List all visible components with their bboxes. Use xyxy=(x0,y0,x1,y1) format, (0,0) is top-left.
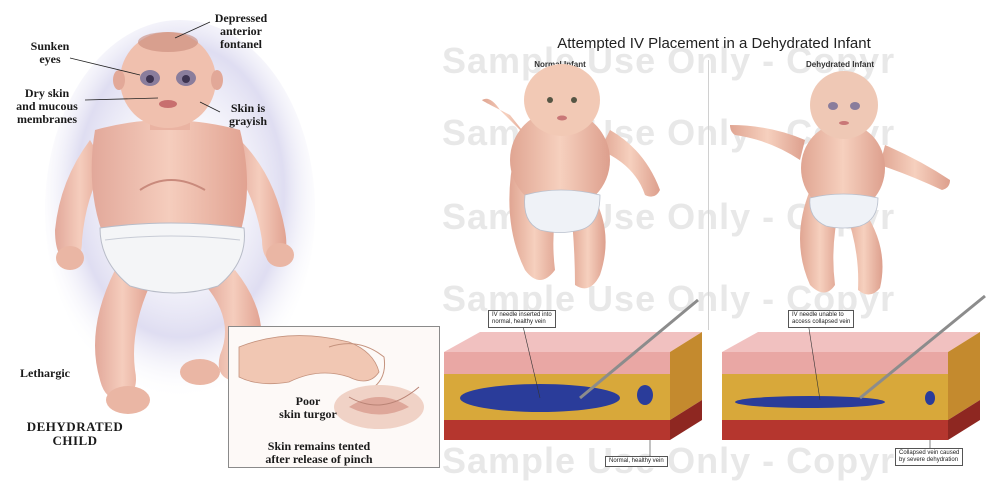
label-dry-skin: Dry skin and mucous membranes xyxy=(4,87,90,126)
normal-skin-cross-section xyxy=(444,300,702,460)
skin-turgor-inset: Poor skin turgor Skin remains tented aft… xyxy=(228,326,440,468)
infants-and-skin-cross-sections xyxy=(440,0,988,468)
label-skin-tented: Skin remains tented after release of pin… xyxy=(239,440,399,466)
label-lethargic: Lethargic xyxy=(20,367,100,380)
left-foot xyxy=(106,386,150,414)
mouth xyxy=(159,100,177,108)
callout-needle-dehydrated: IV needle unable to access collapsed vei… xyxy=(788,310,854,328)
dehydrated-child-panel: Depressed anterior fontanel Sunken eyes … xyxy=(0,0,440,468)
callout-vein-collapsed: Collapsed vein caused by severe dehydrat… xyxy=(895,448,963,466)
label-skin-grayish: Skin is grayish xyxy=(218,102,278,128)
label-sunken-eyes: Sunken eyes xyxy=(20,40,80,66)
normal-infant xyxy=(482,64,660,288)
right-foot xyxy=(180,359,220,385)
right-hand xyxy=(266,243,294,267)
dehydrated-infant xyxy=(730,71,950,295)
title-dehydrated-child: DEHYDRATED CHILD xyxy=(20,420,130,448)
callout-needle-normal: IV needle inserted into normal, healthy … xyxy=(488,310,556,328)
callout-vein-normal: Normal, healthy vein xyxy=(605,456,668,467)
label-poor-turgor: Poor skin turgor xyxy=(263,395,353,421)
left-hand xyxy=(56,246,84,270)
label-depressed-fontanel: Depressed anterior fontanel xyxy=(196,12,286,51)
pinching-hand xyxy=(239,336,379,384)
fontanel xyxy=(138,32,198,52)
iv-placement-panel: Sample Use Only - Copyr Sample Use Only … xyxy=(440,0,988,468)
